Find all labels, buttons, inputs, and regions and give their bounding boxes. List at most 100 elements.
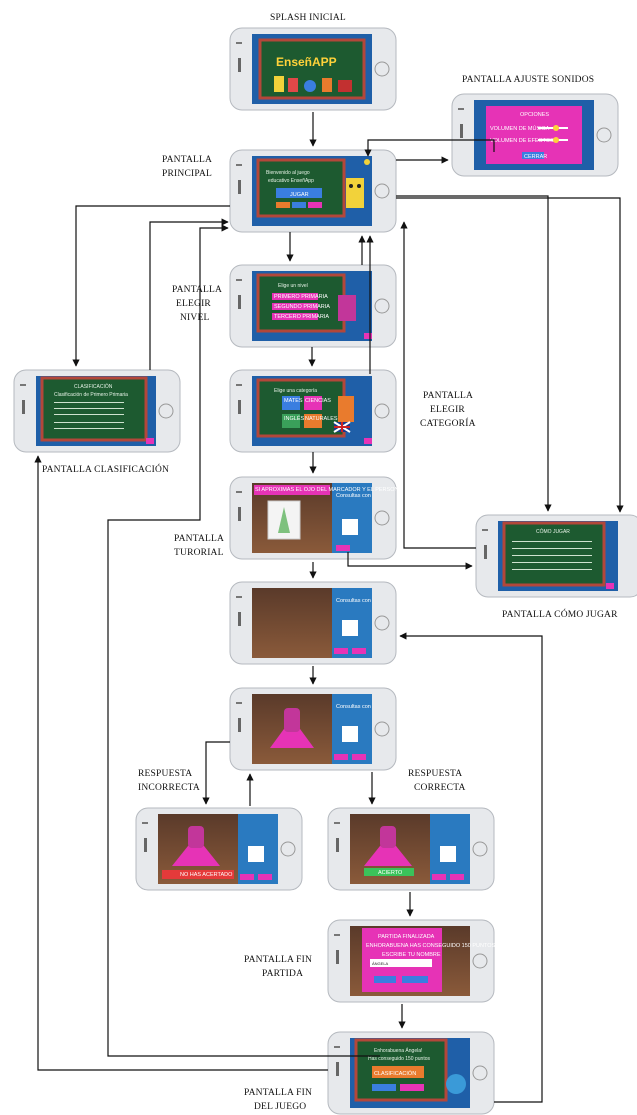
level-2-label: SEGUNDO PRIMARIA xyxy=(274,304,330,310)
categoria-title: Elige una categoría xyxy=(274,388,317,394)
label-clasificacion: PANTALLA CLASIFICACIÓN xyxy=(42,463,169,475)
category-mates[interactable] xyxy=(282,396,300,410)
category-naturales[interactable] xyxy=(304,414,322,428)
label-nivel-1: PANTALLA xyxy=(172,285,222,295)
principal-btn-2[interactable] xyxy=(292,202,306,208)
settings-icon[interactable] xyxy=(364,159,370,165)
music-slider-knob[interactable] xyxy=(553,125,559,131)
label-fin-juego-2: DEL JUEGO xyxy=(254,1102,306,1112)
phone-juego: Consultas con xyxy=(229,581,397,665)
category-ciencias[interactable] xyxy=(304,396,322,410)
splash-logo: EnseñAPP xyxy=(276,55,337,69)
hint-button[interactable] xyxy=(334,648,348,654)
back-button[interactable] xyxy=(364,438,372,444)
label-splash: SPLASH INICIAL xyxy=(270,13,346,23)
incorrect-banner xyxy=(162,870,234,879)
como-jugar-title: CÓMO JUGAR xyxy=(536,528,570,535)
retry-button[interactable] xyxy=(402,976,428,983)
ajuste-row1: VOLUMEN DE MÚSICA xyxy=(490,125,550,132)
back-button[interactable] xyxy=(364,333,372,339)
label-tutorial-2: TURORIAL xyxy=(174,548,224,558)
label-correcta-2: CORRECTA xyxy=(414,783,466,793)
name-input-value: ÁNGELA xyxy=(372,961,389,966)
phone-tutorial: SI APROXIMAS EL OJO DEL MARCADOR Y EL PE… xyxy=(229,476,477,560)
nivel-title: Elige un nivel xyxy=(278,283,308,289)
phone-ajuste: OPCIONES VOLUMEN DE MÚSICA VOLUMEN DE EF… xyxy=(451,93,619,177)
fin-partida-input-label: ESCRIBE TU NOMBRE xyxy=(382,952,441,958)
hint-button[interactable] xyxy=(432,874,446,880)
level-1-label: PRIMERO PRIMARIA xyxy=(274,294,328,300)
exit-button[interactable] xyxy=(352,648,366,654)
tutorial-btn[interactable] xyxy=(336,545,350,551)
label-fin-partida-2: PARTIDA xyxy=(262,969,303,979)
label-principal-1: PANTALLA xyxy=(162,155,212,165)
hint-button[interactable] xyxy=(334,754,348,760)
ajuste-row2: VOLUMEN DE EFECTOS xyxy=(490,138,554,144)
label-nivel-3: NIVEL xyxy=(180,313,210,323)
close-button[interactable] xyxy=(522,152,544,159)
label-nivel-2: ELEGIR xyxy=(176,299,211,309)
phone-como-jugar: CÓMO JUGAR xyxy=(475,514,637,598)
fin-partida-line: ENHORABUENA HAS CONSEGUIDO 150 PUNTOS xyxy=(366,943,496,949)
phone-clasificacion: CLASIFICACIÓN Clasificación de Primero P… xyxy=(13,369,181,453)
exit-button[interactable] xyxy=(352,754,366,760)
label-categoria-3: CATEGORÍA xyxy=(420,417,476,429)
play-button[interactable] xyxy=(276,188,322,198)
label-tutorial-1: PANTALLA xyxy=(174,534,224,544)
correct-banner-text: ACIERTO xyxy=(378,870,403,876)
principal-btn-1[interactable] xyxy=(276,202,290,208)
principal-btn-3[interactable] xyxy=(308,202,322,208)
back-button[interactable] xyxy=(146,438,154,444)
back-button[interactable] xyxy=(606,583,614,589)
effects-slider-knob[interactable] xyxy=(553,137,559,143)
correct-banner xyxy=(364,868,414,876)
clasificacion-subtitle: Clasificación de Primero Primaria xyxy=(54,392,128,398)
category-ingles-label: INGLÉS xyxy=(284,415,305,422)
fin-btn-2[interactable] xyxy=(400,1084,424,1091)
label-correcta-1: RESPUESTA xyxy=(408,769,462,779)
level-3-label: TERCERO PRIMARIA xyxy=(274,314,329,320)
phone-juego-personaje: Consultas con xyxy=(229,687,397,771)
clasificacion-title: CLASIFICACIÓN xyxy=(74,383,113,390)
juego-side-text: Consultas con xyxy=(336,598,371,604)
phone-correcta: ACIERTO xyxy=(327,807,495,891)
flow-arrows xyxy=(34,112,624,1103)
exit-button[interactable] xyxy=(258,874,272,880)
category-naturales-label: NATURALES xyxy=(305,416,338,422)
clasificacion-button[interactable] xyxy=(372,1066,424,1078)
juego2-side-text: Consultas con xyxy=(336,704,371,710)
fin-juego-line1: Enhorabuena Ángela! xyxy=(374,1047,422,1054)
label-incorrecta-2: INCORRECTA xyxy=(138,783,200,793)
phone-categoria: Elige una categoría MATES CIENCIAS INGLÉ… xyxy=(229,369,397,453)
play-label: JUGAR xyxy=(290,192,309,198)
tutorial-side-text: Consultas con xyxy=(336,493,371,499)
fin-partida-title: PARTIDA FINALIZADA xyxy=(378,934,435,940)
phone-fin-juego: Enhorabuena Ángela! Has conseguido 150 p… xyxy=(327,1031,495,1115)
label-incorrecta-1: RESPUESTA xyxy=(138,769,192,779)
exit-button[interactable] xyxy=(450,874,464,880)
incorrect-banner-text: NO HAS ACERTADO xyxy=(180,872,233,878)
level-2-button[interactable] xyxy=(272,303,318,310)
phone-nivel: Elige un nivel PRIMERO PRIMARIA SEGUNDO … xyxy=(229,264,397,348)
globe-icon xyxy=(446,1074,466,1094)
ajuste-title: OPCIONES xyxy=(520,112,549,118)
category-ingles[interactable] xyxy=(282,414,300,428)
category-ciencias-label: CIENCIAS xyxy=(305,398,331,404)
label-fin-juego-1: PANTALLA FIN xyxy=(244,1088,312,1098)
level-3-button[interactable] xyxy=(272,313,318,320)
accept-button[interactable] xyxy=(374,976,396,983)
label-como-jugar: PANTALLA CÓMO JUGAR xyxy=(502,608,618,620)
principal-line2: educativo EnseñApp xyxy=(268,178,314,184)
name-input[interactable] xyxy=(370,959,432,967)
clasificacion-button-label: CLASIFICACIÓN xyxy=(374,1070,416,1077)
label-ajuste: PANTALLA AJUSTE SONIDOS xyxy=(462,75,594,85)
phone-incorrecta: NO HAS ACERTADO xyxy=(135,807,303,891)
fin-btn-1[interactable] xyxy=(372,1084,396,1091)
phone-fin-partida: PARTIDA FINALIZADA ENHORABUENA HAS CONSE… xyxy=(327,919,496,1003)
category-mates-label: MATES xyxy=(284,398,303,404)
hint-button[interactable] xyxy=(240,874,254,880)
principal-line1: Bienvenido al juego xyxy=(266,170,310,176)
level-1-button[interactable] xyxy=(272,293,318,300)
phone-splash: EnseñAPP xyxy=(229,27,397,111)
